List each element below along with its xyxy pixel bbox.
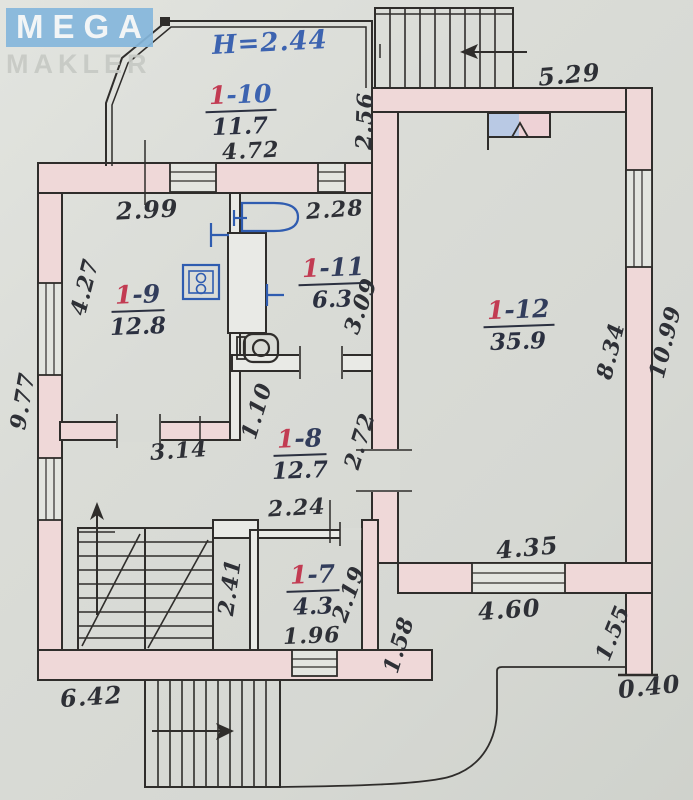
fixtures	[181, 201, 300, 306]
dim-room7-width: 1.96	[282, 622, 342, 650]
stove-icon	[181, 263, 221, 301]
bath-door-gap	[299, 353, 343, 373]
room-label-1-8: 1-8 12.7	[264, 423, 336, 485]
hall-exit-gap	[340, 528, 362, 540]
veranda-corner-mark	[160, 17, 170, 26]
room-number: 1-12	[482, 293, 554, 329]
room-area: 35.9	[489, 327, 547, 356]
wall-right	[625, 87, 653, 594]
dim-bottom-wall-left: 6.42	[59, 679, 124, 714]
wall-room7-left	[249, 529, 259, 651]
wall-top-right	[371, 87, 653, 113]
toilet-icon	[236, 332, 280, 364]
living-door-gap	[370, 449, 400, 492]
window-left-lower	[37, 457, 63, 521]
room-area: 12.7	[271, 456, 329, 485]
wall-room7-right	[361, 519, 379, 651]
dim-hall-bottom: 2.24	[267, 493, 327, 523]
up-arrow-icon	[79, 502, 115, 615]
window-right-living	[625, 169, 653, 268]
room-label-1-10: 1-10 11.7	[198, 78, 282, 141]
left-arrow-icon	[460, 44, 527, 59]
dim-top-wall-right: 5.29	[536, 57, 602, 92]
right-arrow-icon	[152, 723, 234, 740]
room-number: 1-8	[272, 423, 328, 457]
staircase-internal	[77, 502, 214, 651]
room-number: 1-7	[285, 559, 341, 593]
staircase-bottom	[144, 679, 281, 788]
dim-bath-width: 2.28	[305, 195, 365, 225]
megamakler-logo: MEGA MAKLER	[6, 8, 153, 80]
dim-living-bottom-outer: 4.60	[477, 592, 542, 627]
logo-line-makler: MAKLER	[6, 48, 152, 79]
window-bottom-room7	[291, 649, 338, 677]
window-left-upper	[37, 282, 63, 376]
logo-line-mega: MEGA	[6, 8, 153, 47]
wall-right-stub	[625, 592, 653, 676]
dim-kitchen-width: 2.99	[115, 193, 180, 226]
sink-icon	[209, 223, 229, 247]
wall-bottom	[37, 649, 433, 681]
room-label-1-9: 1-9 12.8	[100, 279, 176, 341]
dim-living-bottom-inner: 4.35	[494, 530, 560, 565]
window-top-kitchen	[169, 162, 217, 193]
window-top-bath	[317, 162, 346, 193]
bath-sink-icon	[265, 284, 284, 306]
dimension-ticks	[144, 44, 381, 543]
room-number: 1-9	[110, 279, 166, 313]
flue-icon	[487, 112, 551, 150]
terrace-outline	[279, 666, 626, 788]
wall-left	[37, 162, 63, 681]
windows	[37, 162, 653, 677]
window-living-bottom	[471, 562, 566, 594]
dim-veranda-width: 4.72	[221, 136, 281, 166]
plumbing-block	[227, 232, 267, 334]
room-label-1-12: 1-12 35.9	[476, 293, 560, 356]
wall-mid-vertical	[371, 111, 399, 564]
door-openings	[116, 346, 412, 546]
bathtub-icon	[232, 201, 300, 233]
kitchen-door-gap	[116, 420, 161, 442]
staircase-top	[374, 7, 527, 89]
room-number: 1-10	[204, 78, 276, 114]
ceiling-height-label: H=2.44	[211, 24, 329, 62]
room-area: 12.8	[109, 312, 167, 341]
dim-veranda-right: 2.56	[351, 91, 379, 151]
dim-stairhall-width: 3.14	[149, 436, 209, 466]
